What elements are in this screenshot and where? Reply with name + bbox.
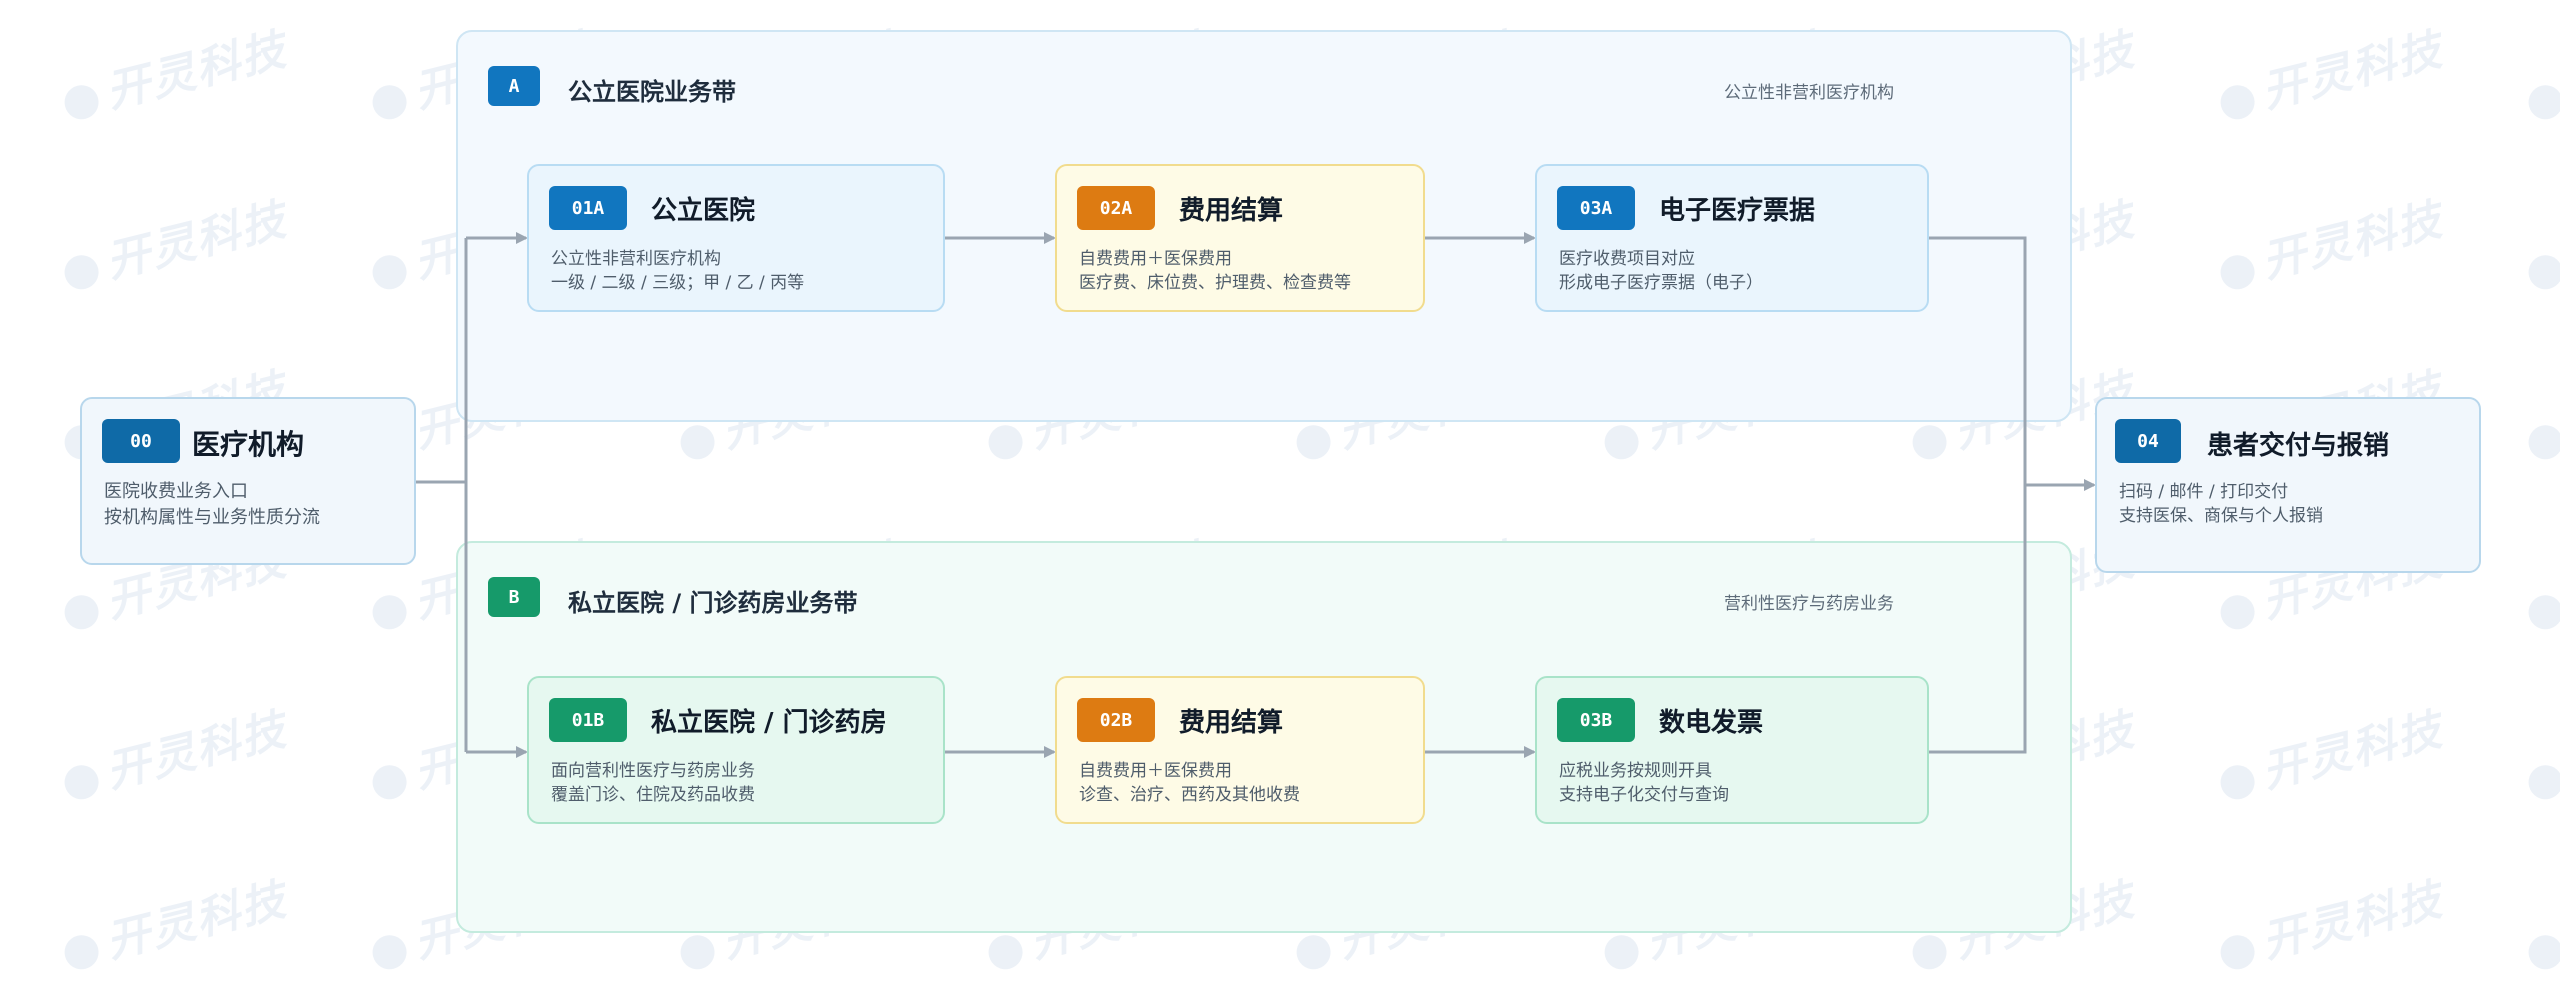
node-03a-desc-1: 医疗收费项目对应 xyxy=(1559,249,1695,269)
node-medical-institution: 00 医疗机构 医院收费业务入口 按机构属性与业务性质分流 xyxy=(80,397,416,565)
node-03b-desc-2: 支持电子化交付与查询 xyxy=(1559,785,1729,805)
node-02b-badge: 02B xyxy=(1077,698,1155,742)
node-01b-desc-1: 面向营利性医疗与药房业务 xyxy=(551,761,755,781)
band-a-title: 公立医院业务带 xyxy=(568,78,736,106)
node-02b-desc-1: 自费费用＋医保费用 xyxy=(1079,761,1232,781)
node-03a-desc-2: 形成电子医疗票据（电子） xyxy=(1559,273,1763,293)
node-04-desc-1: 扫码 / 邮件 / 打印交付 xyxy=(2119,482,2289,502)
node-03a-badge: 03A xyxy=(1557,186,1635,230)
node-03b-desc-1: 应税业务按规则开具 xyxy=(1559,761,1712,781)
node-00-desc-2: 按机构属性与业务性质分流 xyxy=(104,507,320,528)
node-02a-desc-2: 医疗费、床位费、护理费、检查费等 xyxy=(1079,273,1351,293)
node-04-title: 患者交付与报销 xyxy=(2207,431,2390,461)
node-digital-invoice: 03B 数电发票 应税业务按规则开具 支持电子化交付与查询 xyxy=(1535,676,1929,824)
node-01a-desc-2: 一级 / 二级 / 三级；甲 / 乙 / 丙等 xyxy=(551,273,805,293)
node-02a-badge: 02A xyxy=(1077,186,1155,230)
node-02a-desc-1: 自费费用＋医保费用 xyxy=(1079,249,1232,269)
node-01b-title: 私立医院 / 门诊药房 xyxy=(651,708,887,738)
node-04-desc-2: 支持医保、商保与个人报销 xyxy=(2119,506,2323,526)
node-01b-badge: 01B xyxy=(549,698,627,742)
band-b-note: 营利性医疗与药房业务 xyxy=(1724,594,1894,614)
node-03b-title: 数电发票 xyxy=(1659,708,1764,738)
node-04-badge: 04 xyxy=(2115,419,2181,463)
node-fee-settlement-b: 02B 费用结算 自费费用＋医保费用 诊查、治疗、西药及其他收费 xyxy=(1055,676,1425,824)
band-b-badge: B xyxy=(488,577,540,617)
node-02a-title: 费用结算 xyxy=(1179,196,1284,226)
node-00-badge: 00 xyxy=(102,419,180,463)
node-03a-title: 电子医疗票据 xyxy=(1659,196,1816,226)
node-01b-desc-2: 覆盖门诊、住院及药品收费 xyxy=(551,785,755,805)
node-electronic-medical-receipt: 03A 电子医疗票据 医疗收费项目对应 形成电子医疗票据（电子） xyxy=(1535,164,1929,312)
node-00-desc-1: 医院收费业务入口 xyxy=(104,481,248,502)
band-b-title: 私立医院 / 门诊药房业务带 xyxy=(568,589,858,617)
node-01a-desc-1: 公立性非营利医疗机构 xyxy=(551,249,721,269)
node-03b-badge: 03B xyxy=(1557,698,1635,742)
node-01a-title: 公立医院 xyxy=(651,196,756,226)
band-a-badge: A xyxy=(488,66,540,106)
node-private-hospital-pharmacy: 01B 私立医院 / 门诊药房 面向营利性医疗与药房业务 覆盖门诊、住院及药品收… xyxy=(527,676,945,824)
node-01a-badge: 01A xyxy=(549,186,627,230)
node-public-hospital: 01A 公立医院 公立性非营利医疗机构 一级 / 二级 / 三级；甲 / 乙 /… xyxy=(527,164,945,312)
node-fee-settlement-a: 02A 费用结算 自费费用＋医保费用 医疗费、床位费、护理费、检查费等 xyxy=(1055,164,1425,312)
band-a-note: 公立性非营利医疗机构 xyxy=(1724,83,1894,103)
node-00-title: 医疗机构 xyxy=(192,428,305,461)
node-patient-delivery-reimbursement: 04 患者交付与报销 扫码 / 邮件 / 打印交付 支持医保、商保与个人报销 xyxy=(2095,397,2481,573)
connector-merge-vertical xyxy=(1928,236,2027,754)
node-02b-title: 费用结算 xyxy=(1179,708,1284,738)
node-02b-desc-2: 诊查、治疗、西药及其他收费 xyxy=(1079,785,1300,805)
